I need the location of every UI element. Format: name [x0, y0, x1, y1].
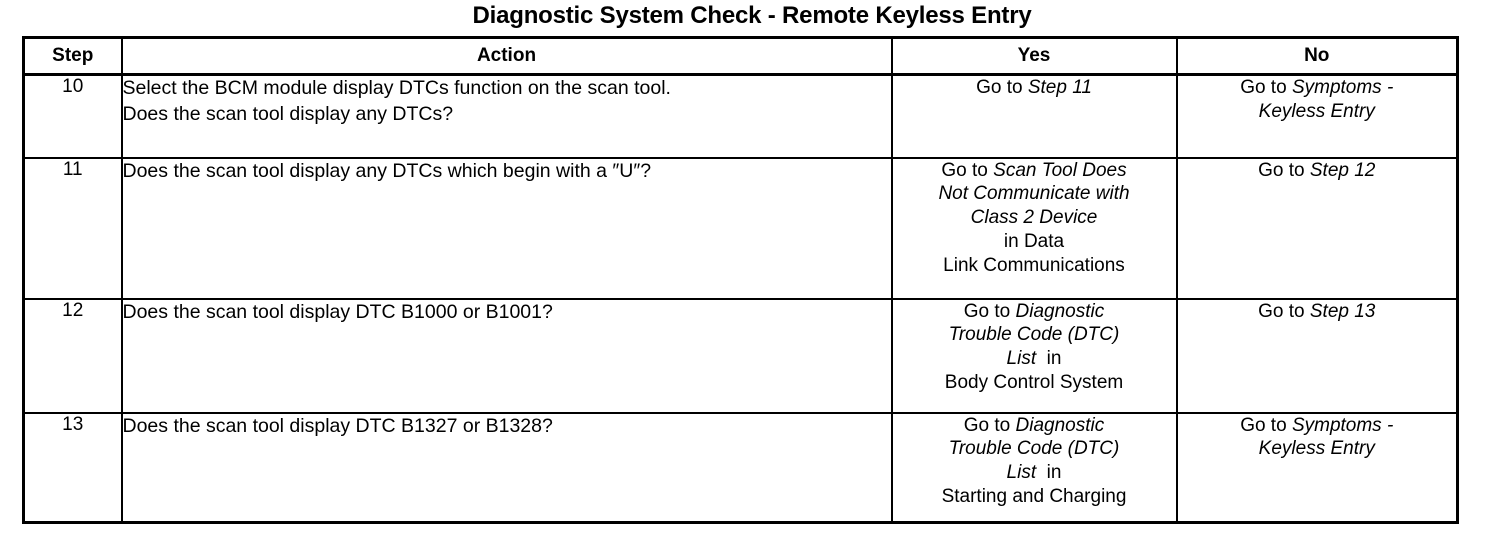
- yes-line: Go to Step 11: [893, 76, 1176, 100]
- goto-target: Diagnostic: [1015, 414, 1105, 436]
- goto-prefix: Go to: [976, 77, 1028, 98]
- action-text: Does the scan tool display DTC B1327 or …: [120, 411, 893, 524]
- action-line: Does the scan tool display DTC B1000 or …: [122, 300, 553, 323]
- goto-section: Body Control System: [944, 372, 1124, 394]
- goto-section: Starting and Charging: [941, 486, 1127, 508]
- goto-prefix: Go to: [1258, 300, 1310, 322]
- table-header-row: Step Action Yes No: [22, 36, 1459, 76]
- step-number: 11: [22, 156, 123, 300]
- goto-target-cont: Keyless Entry: [1258, 100, 1375, 122]
- goto-target-cont: Trouble Code (DTC): [948, 438, 1120, 460]
- step-number: 12: [22, 297, 123, 414]
- goto-target-cont: Class 2 Device: [970, 207, 1098, 229]
- goto-target-cont: List in: [1006, 462, 1062, 484]
- yes-line: Go to Diagnostic: [893, 300, 1176, 324]
- goto-prefix: Go to: [1240, 414, 1292, 436]
- goto-target-cont: Not Communicate with: [938, 183, 1130, 205]
- goto-prefix: Go to: [963, 414, 1016, 436]
- column-header-yes: Yes: [890, 36, 1178, 76]
- yes-result: Go to Step 11: [890, 73, 1178, 159]
- no-line: Go to Step 13: [1178, 300, 1457, 324]
- table-row: 10 Select the BCM module display DTCs fu…: [22, 73, 1459, 159]
- goto-target: Step 11: [1027, 77, 1092, 98]
- goto-prefix: Go to: [963, 300, 1016, 322]
- goto-section: Link Communications: [943, 255, 1125, 277]
- table-row: 12 Does the scan tool display DTC B1000 …: [22, 297, 1459, 414]
- goto-target: Step 12: [1309, 159, 1376, 181]
- goto-target-cont: List in: [1006, 348, 1062, 370]
- action-line: Select the BCM module display DTCs funct…: [122, 77, 671, 99]
- no-line: Go to Symptoms -: [1178, 76, 1457, 100]
- goto-in-label: in Data: [1003, 231, 1065, 253]
- step-number: 10: [22, 73, 123, 159]
- yes-line: Go to Diagnostic: [893, 414, 1176, 438]
- goto-target: Step 13: [1309, 300, 1376, 322]
- action-text: Does the scan tool display DTC B1000 or …: [120, 297, 893, 414]
- goto-target: Symptoms -: [1291, 414, 1394, 436]
- action-line: Does the scan tool display DTC B1327 or …: [122, 414, 553, 437]
- no-line: Go to Symptoms -: [1178, 414, 1457, 438]
- diagnostic-flow-table: Step Action Yes No 10 Select the BCM mod…: [22, 36, 1459, 524]
- goto-prefix: Go to: [941, 159, 994, 181]
- yes-result: Go to Scan Tool Does Not Communicate wit…: [890, 156, 1178, 300]
- no-result: Go to Step 13: [1175, 297, 1459, 414]
- goto-target: Scan Tool Does: [993, 159, 1127, 181]
- no-result: Go to Symptoms - Keyless Entry: [1175, 411, 1459, 524]
- column-header-no: No: [1175, 36, 1459, 76]
- page-title: Diagnostic System Check - Remote Keyless…: [472, 2, 1032, 29]
- action-text: Does the scan tool display any DTCs whic…: [120, 156, 893, 300]
- no-result: Go to Symptoms - Keyless Entry: [1175, 73, 1459, 159]
- yes-line: Go to Scan Tool Does: [893, 159, 1176, 183]
- goto-target-cont: Trouble Code (DTC): [948, 324, 1120, 346]
- table-row: 13 Does the scan tool display DTC B1327 …: [22, 411, 1459, 524]
- column-header-step: Step: [22, 36, 123, 76]
- goto-target: Diagnostic: [1015, 300, 1105, 322]
- action-line: Does the scan tool display any DTCs?: [122, 102, 454, 125]
- action-line: Does the scan tool display any DTCs whic…: [122, 159, 652, 182]
- goto-target-cont: Keyless Entry: [1258, 438, 1375, 460]
- goto-prefix: Go to: [1258, 159, 1310, 181]
- action-text: Select the BCM module display DTCs funct…: [120, 73, 893, 159]
- column-header-action: Action: [120, 36, 893, 76]
- yes-result: Go to Diagnostic Trouble Code (DTC) List…: [890, 297, 1178, 414]
- table-row: 11 Does the scan tool display any DTCs w…: [22, 156, 1459, 300]
- step-number: 13: [22, 411, 123, 524]
- yes-result: Go to Diagnostic Trouble Code (DTC) List…: [890, 411, 1178, 524]
- goto-target: Symptoms -: [1291, 77, 1394, 98]
- goto-prefix: Go to: [1240, 77, 1292, 98]
- no-line: Go to Step 12: [1178, 159, 1457, 183]
- no-result: Go to Step 12: [1175, 156, 1459, 300]
- diagnostic-table-container: Step Action Yes No 10 Select the BCM mod…: [22, 36, 1459, 524]
